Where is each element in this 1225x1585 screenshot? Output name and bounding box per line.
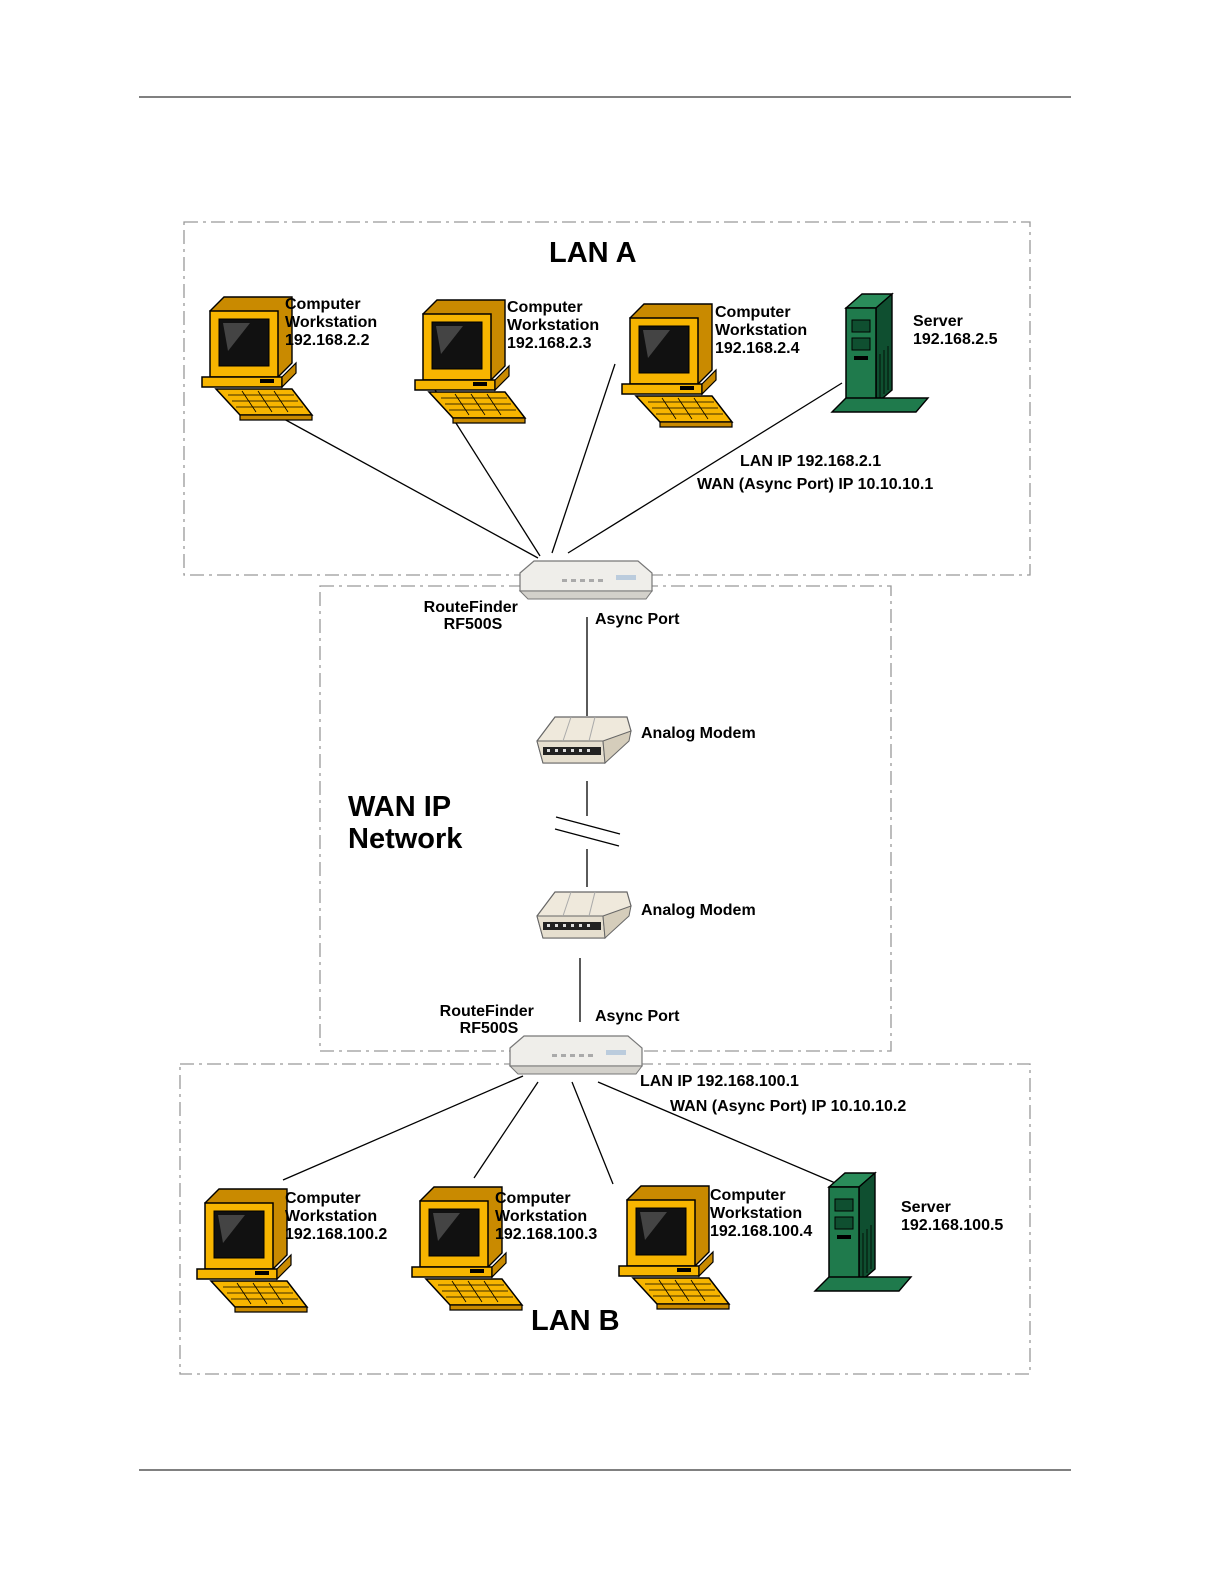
lan-a-workstation-3-label: Computer Workstation 192.168.2.4	[715, 304, 812, 357]
lan-b-workstation-2-label: Computer Workstation 192.168.100.3	[495, 1190, 597, 1243]
lan-b-async-port-label: Async Port	[595, 1008, 680, 1025]
lan-a-wan-ip: WAN (Async Port) IP 10.10.10.1	[697, 476, 933, 493]
lan-b-title: LAN B	[531, 1305, 620, 1337]
lan-b-server-label: Server 192.168.100.5	[901, 1199, 1003, 1234]
lan-b-lan-ip: LAN IP 192.168.100.1	[640, 1073, 799, 1090]
lan-a-workstation-1-label: Computer Workstation 192.168.2.2	[285, 296, 382, 349]
wan-network-label: WAN IP Network	[348, 791, 463, 855]
lan-b-modem-label: Analog Modem	[641, 902, 756, 919]
wan-connections	[554, 617, 621, 1022]
router-icon	[519, 560, 653, 600]
lan-b-connections	[282, 1075, 841, 1186]
lan-a-workstation-2-label: Computer Workstation 192.168.2.3	[507, 299, 604, 352]
lan-a-server-label: Server 192.168.2.5	[913, 313, 998, 348]
lan-b-wan-ip: WAN (Async Port) IP 10.10.10.2	[670, 1098, 906, 1115]
lan-a-title: LAN A	[549, 237, 637, 269]
wan-zone	[319, 585, 892, 1052]
lan-a-router-label: RouteFinder RF500S	[424, 599, 523, 633]
lan-b-router-label: RouteFinder RF500S	[440, 1003, 539, 1037]
modem-icon	[536, 891, 632, 939]
server-icon	[831, 293, 929, 413]
modem-icon	[536, 716, 632, 764]
lan-b-workstation-1-label: Computer Workstation 192.168.100.2	[285, 1190, 387, 1243]
lan-a-lan-ip: LAN IP 192.168.2.1	[740, 453, 881, 470]
lan-a-async-port-label: Async Port	[595, 611, 680, 628]
lan-a-modem-label: Analog Modem	[641, 725, 756, 742]
server-icon	[814, 1172, 912, 1292]
router-icon	[509, 1035, 643, 1075]
lan-b-workstation-3-label: Computer Workstation 192.168.100.4	[710, 1187, 812, 1240]
